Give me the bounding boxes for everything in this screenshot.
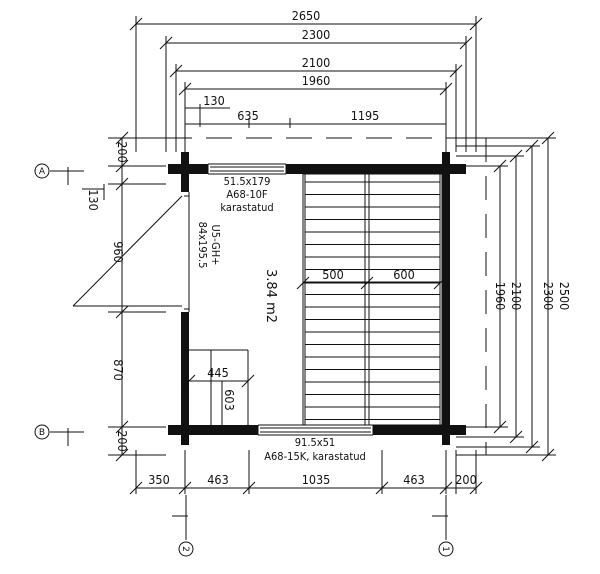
top-dimension-lines (129, 16, 483, 152)
dim-left-200-bottom: 200 (115, 430, 130, 451)
window-top-size: 51.5x179 (224, 175, 271, 188)
leader-130 (82, 184, 105, 200)
axis-bubble-1 (438, 541, 454, 557)
right-dimension-lines (456, 131, 556, 462)
axis-label-1: 1 (440, 546, 450, 552)
wall-bottom-right (373, 425, 466, 435)
bottom-dimension-lines (129, 450, 483, 495)
room-area: 3.84 m2 (263, 269, 278, 323)
dim-interior-445: 445 (207, 365, 228, 380)
left-dimension-lines (108, 131, 166, 462)
dim-bottom-1035: 1035 (302, 472, 331, 487)
window-bottom-size: 91.5x51 (295, 436, 335, 449)
axis-bubble-a (34, 163, 50, 179)
dim-top-2650: 2650 (292, 8, 321, 23)
dim-left-200-top: 200 (115, 141, 130, 162)
wall-right (442, 152, 450, 445)
dim-top-1195: 1195 (351, 108, 380, 123)
window-bottom-code: A68-15K, karastatud (264, 450, 366, 463)
window-top-note: karastatud (220, 201, 273, 214)
dim-bottom-463-right: 463 (403, 472, 424, 487)
axis-label-2: 2 (180, 546, 190, 552)
dim-top-130: 130 (203, 93, 224, 108)
dim-right-1960: 1960 (493, 282, 508, 311)
wall-left-lower (181, 312, 189, 445)
window-top-code: A68-10F (226, 188, 268, 201)
dim-interior-500: 500 (322, 267, 343, 282)
dim-top-2100: 2100 (302, 55, 331, 70)
dim-bottom-350: 350 (148, 472, 169, 487)
dim-interior-600: 600 (393, 267, 414, 282)
dim-top-2300: 2300 (302, 27, 331, 42)
dim-left-870: 870 (111, 359, 126, 380)
dim-bottom-200: 200 (455, 472, 476, 487)
axis-bubble-b (34, 424, 50, 440)
door-size: 84x195.5 (196, 222, 209, 269)
door-code: U5-GH+ (209, 225, 222, 266)
walls (168, 152, 466, 445)
dim-right-2500: 2500 (557, 282, 572, 311)
dim-right-2300: 2300 (541, 282, 556, 311)
benches (302, 173, 443, 426)
wall-bottom-left (168, 425, 258, 435)
wall-left-upper (181, 152, 189, 192)
wall-top-right (286, 164, 466, 174)
dim-interior-603: 603 (222, 389, 237, 410)
axis-label-b: B (39, 428, 45, 438)
dim-top-1960: 1960 (302, 73, 331, 88)
dim-left-130: 130 (86, 189, 101, 210)
axis-label-a: A (39, 167, 46, 177)
door-swing (72, 192, 190, 312)
window-bottom-frame (257, 424, 374, 436)
stove-area (189, 349, 249, 425)
axis-bubble-2 (178, 541, 194, 557)
dim-left-960: 960 (111, 241, 126, 262)
dim-right-2100: 2100 (509, 282, 524, 311)
window-top-frame (207, 163, 287, 175)
dim-bottom-463-left: 463 (207, 472, 228, 487)
dim-top-635: 635 (237, 108, 258, 123)
axis-markers (34, 163, 454, 557)
interior-dimension-lines (182, 276, 447, 425)
